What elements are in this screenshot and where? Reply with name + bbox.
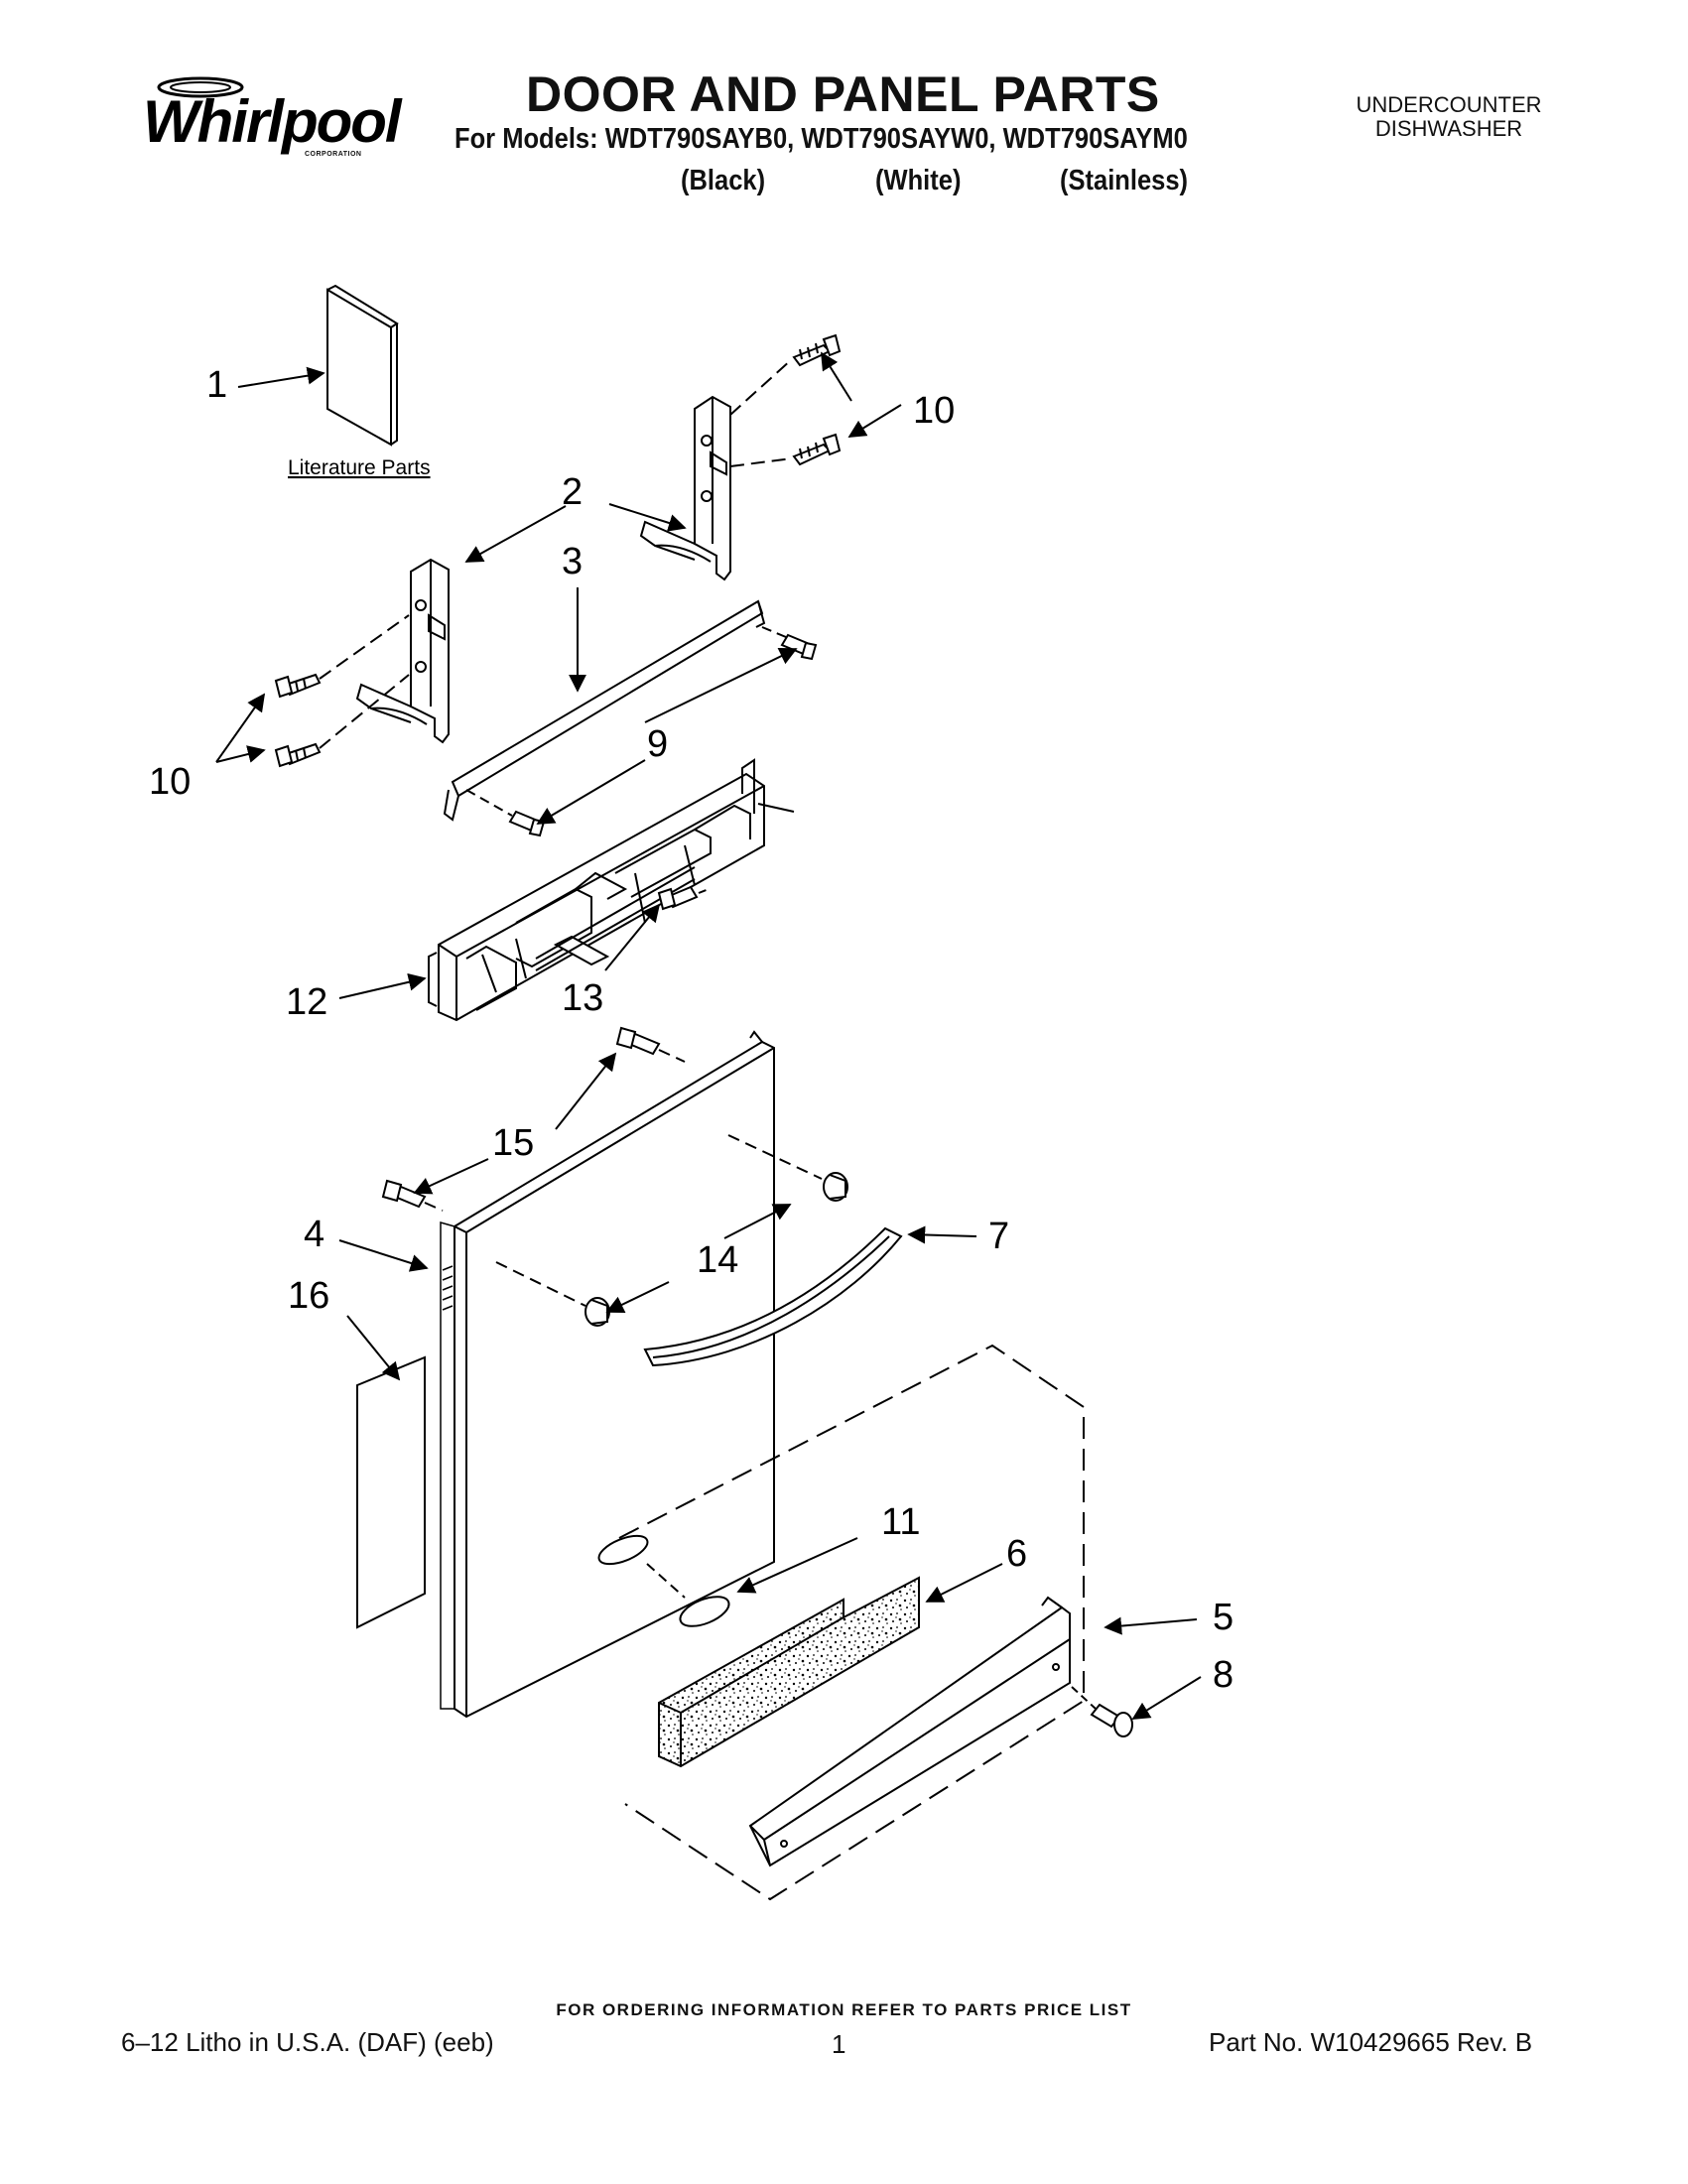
screw-leader-dash: [465, 789, 513, 817]
screw-top-2: [792, 433, 842, 466]
screw-leader-dash: [698, 888, 710, 894]
top-trim-strip: [443, 599, 766, 822]
callout-10-top: 10: [913, 390, 955, 432]
appliance-line-2: DISHWASHER: [1374, 116, 1523, 141]
callout-6: 6: [1006, 1533, 1027, 1575]
door-label: [356, 1355, 426, 1629]
oval-gasket: [679, 1596, 730, 1627]
screw-leader-dash: [424, 1202, 444, 1212]
callout-2: 2: [562, 471, 583, 513]
logo-corporation: CORPORATION: [305, 151, 362, 158]
handle-mount-left: [584, 1297, 610, 1327]
callout-13: 13: [562, 977, 603, 1019]
callout-1: 1: [206, 364, 227, 406]
literature-parts-label: Literature Parts: [288, 456, 431, 479]
variant-black: (Black): [681, 165, 766, 196]
appliance-type: UNDERCOUNTER DISHWASHER: [1330, 93, 1568, 141]
handle-mount-right: [823, 1172, 848, 1202]
callout-14: 14: [697, 1239, 738, 1281]
callout-3: 3: [562, 541, 583, 582]
screw-leader-dash: [729, 358, 793, 416]
door-panel-screw-top: [615, 1026, 661, 1056]
screw-leader-dash: [729, 457, 793, 467]
appliance-line-1: UNDERCOUNTER: [1356, 92, 1542, 117]
page-number: 1: [832, 2029, 846, 2059]
whirlpool-logo: Whirlpool CORPORATION: [131, 69, 402, 169]
screw-left-2: [274, 742, 322, 768]
door-hinge-bracket-left: [355, 558, 450, 744]
callout-16: 16: [288, 1275, 329, 1317]
control-panel-screw: [657, 885, 699, 911]
screw-strip-right: [780, 633, 818, 661]
screw-top-1: [792, 333, 842, 367]
door-hinge-bracket-right: [639, 395, 731, 581]
control-panel-assembly: [428, 758, 795, 1022]
page-title: DOOR AND PANEL PARTS: [526, 66, 1160, 122]
callout-5: 5: [1213, 1597, 1234, 1638]
literature-booklet: [326, 284, 399, 447]
callout-4: 4: [304, 1214, 325, 1255]
variant-stainless: (Stainless): [1060, 165, 1189, 196]
insulation-pad: [658, 1576, 920, 1768]
lower-kick-panel: [748, 1596, 1071, 1867]
callout-7: 7: [988, 1216, 1009, 1257]
callout-arrows: [215, 351, 1202, 1720]
gasket-leader-dash: [646, 1563, 686, 1599]
litho-info: 6–12 Litho in U.S.A. (DAF) (eeb): [121, 2027, 494, 2057]
screw-leader-dash: [1071, 1686, 1097, 1710]
handle-leader-dash: [727, 1134, 823, 1180]
ordering-info-note: FOR ORDERING INFORMATION REFER TO PARTS …: [556, 2000, 1132, 2019]
screw-leader-dash: [319, 674, 410, 749]
screw-leader-dash: [658, 1049, 686, 1063]
callout-15: 15: [492, 1122, 534, 1164]
callout-9: 9: [647, 723, 668, 765]
kick-panel-screw: [1090, 1703, 1133, 1737]
callout-8: 8: [1213, 1654, 1234, 1696]
handle-leader-dash: [495, 1261, 586, 1307]
kit-boundary: [618, 1344, 1085, 1901]
variant-white: (White): [875, 165, 962, 196]
callout-11: 11: [881, 1501, 920, 1543]
logo-swoosh-icon: [157, 76, 244, 98]
screw-left-1: [274, 673, 322, 699]
door-panel-screw-left: [381, 1179, 427, 1209]
outer-door-panel: [440, 1030, 775, 1719]
callout-12: 12: [286, 981, 327, 1023]
door-handle: [643, 1226, 903, 1367]
models-line: For Models: WDT790SAYB0, WDT790SAYW0, WD…: [454, 123, 1188, 155]
logo-wordmark: Whirlpool: [143, 88, 402, 155]
screw-leader-dash: [761, 626, 787, 638]
screw-leader-dash: [319, 614, 410, 680]
part-number: Part No. W10429665 Rev. B: [1209, 2027, 1533, 2057]
callout-10-left: 10: [149, 761, 191, 803]
